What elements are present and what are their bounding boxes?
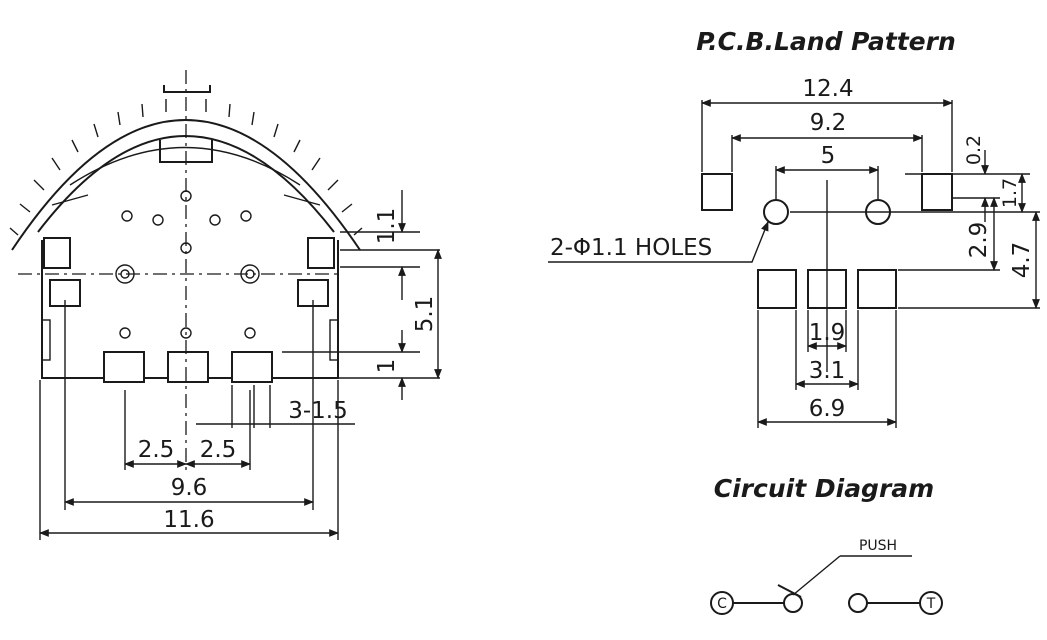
front-view: 1.1 5.1 1 3-1.5 2.5 2.5 9.6 11.6 xyxy=(9,70,442,540)
dim-12-4: 12.4 xyxy=(802,76,853,102)
dim-6-9: 6.9 xyxy=(809,396,846,422)
pad-right xyxy=(921,173,953,211)
dim-3-1: 3.1 xyxy=(809,358,846,384)
dim-3-1-5: 3-1.5 xyxy=(288,398,348,424)
dim-2-5-right: 2.5 xyxy=(200,437,237,463)
dim-1: 1 xyxy=(374,359,400,374)
contact-right xyxy=(848,593,868,613)
hole-left xyxy=(763,199,789,225)
pad-left xyxy=(701,173,733,211)
terminal-t xyxy=(919,591,943,615)
dim-1-1: 1.1 xyxy=(374,208,400,245)
dim-11-6: 11.6 xyxy=(163,507,214,533)
svg-text:T: T xyxy=(926,596,936,612)
circuit-diagram: Circuit Diagram PUSH C T xyxy=(710,474,943,615)
dim-9-6: 9.6 xyxy=(171,475,208,501)
dim-5: 5 xyxy=(821,143,836,169)
dim-2-9: 2.9 xyxy=(966,222,992,259)
switch-body xyxy=(41,237,339,383)
dim-9-2: 9.2 xyxy=(810,110,847,136)
dim-5-1: 5.1 xyxy=(412,296,438,333)
push-label: PUSH xyxy=(859,538,897,554)
pad-bottom-1 xyxy=(757,269,797,309)
body-holes xyxy=(115,190,260,339)
land-pattern: P.C.B.Land Pattern xyxy=(548,27,1040,428)
holes-label: 2-Φ1.1 HOLES xyxy=(550,235,712,261)
front-dimensions xyxy=(39,190,442,540)
pad-bottom-3 xyxy=(857,269,897,309)
knurled-wheel xyxy=(9,85,363,251)
land-pattern-title: P.C.B.Land Pattern xyxy=(696,27,956,56)
dim-1-9: 1.9 xyxy=(809,320,846,346)
circuit-title: Circuit Diagram xyxy=(714,474,934,503)
dim-0-2: 0.2 xyxy=(963,135,985,165)
dim-2-5-left: 2.5 xyxy=(138,437,175,463)
contact-left xyxy=(783,593,803,613)
centerlines xyxy=(18,70,340,470)
svg-text:C: C xyxy=(717,596,727,612)
dim-4-7: 4.7 xyxy=(1009,242,1035,279)
dim-1-7: 1.7 xyxy=(999,178,1021,208)
